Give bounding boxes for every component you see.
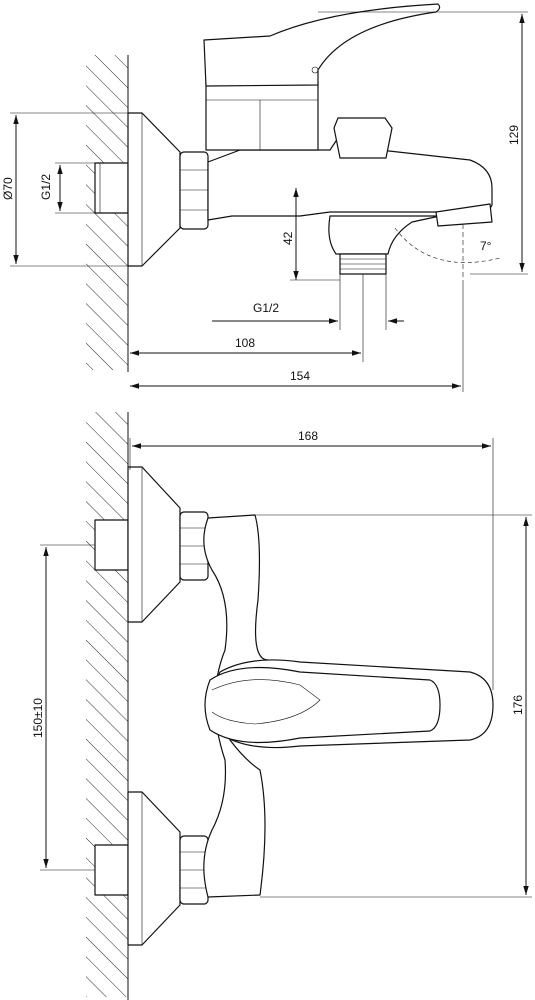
diverter-knob [333,117,393,159]
dim-total-depth: 154 [290,369,310,383]
dim-outlet-thread: G1/2 [253,301,279,315]
dim-total-length: 176 [511,695,525,715]
spout-tip [435,203,493,227]
dim-height-top: 129 [507,125,521,145]
wall-hatch-bottom [86,412,129,1000]
shower-outlet [328,215,441,255]
dim-total-width: 168 [298,429,318,443]
dim-spout-height: 42 [281,231,295,245]
inlet-pipe-upper [94,519,129,571]
inlet-pipe [94,162,129,214]
dim-inlet-thread: G1/2 [39,174,53,200]
dim-center-distance: 150±10 [31,698,45,738]
lever-grip [211,679,321,725]
top-view: 168 150±10 176 [31,412,532,1000]
inlet-pipe-lower [94,844,129,896]
wall-flange [127,112,181,267]
hex-nut [179,151,209,230]
wall-flange-upper [127,466,181,623]
side-view: 7° 129 Ø70 G1/2 42 G1/2 108 154 [1,3,528,392]
cartridge-column [205,81,319,151]
wall-flange-lower [127,791,181,946]
dim-outlet-distance: 108 [235,336,255,350]
lever-handle [203,3,441,87]
dim-spout-angle: 7° [480,239,492,253]
lever-top [204,666,441,744]
mixer-body-top [203,514,301,898]
dim-flange-diameter: Ø70 [1,177,15,200]
